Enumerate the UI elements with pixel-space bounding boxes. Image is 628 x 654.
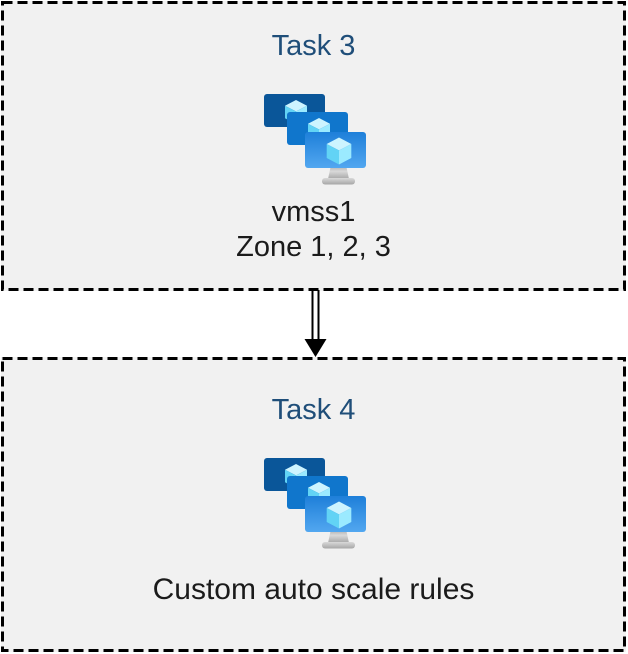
task4-title: Task 4	[271, 394, 356, 426]
autoscale-rules-label: Custom auto scale rules	[152, 573, 475, 606]
task3-title: Task 3	[271, 30, 356, 62]
vm-scale-sets-icon	[262, 91, 366, 185]
zones-label: Zone 1, 2, 3	[236, 231, 391, 263]
vm-scale-sets-icon	[262, 455, 366, 549]
vmss-name-label: vmss1	[271, 196, 356, 228]
task4-box: Task 4 Custom auto scale rules	[1, 357, 626, 652]
task3-box: Task 3 vmss1 Zone 1, 2, 3	[1, 1, 626, 291]
task3-labels: vmss1 Zone 1, 2, 3	[236, 195, 391, 265]
down-arrow-icon	[304, 290, 327, 357]
